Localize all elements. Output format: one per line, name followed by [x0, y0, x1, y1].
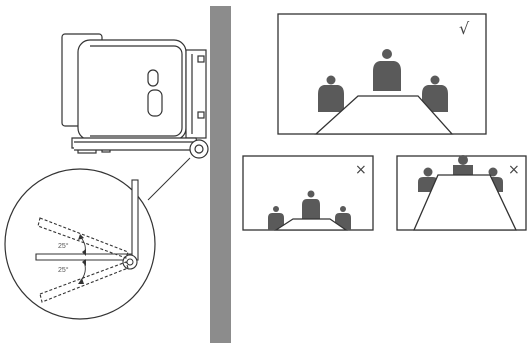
callout-line	[147, 157, 191, 201]
wall	[210, 6, 231, 343]
tilt-down-outline	[39, 261, 129, 303]
zoom-circle	[4, 168, 156, 320]
person	[373, 49, 401, 91]
tilt-up-outline	[37, 217, 129, 259]
conference-table	[273, 218, 348, 231]
person	[422, 75, 448, 112]
conference-table	[413, 174, 518, 231]
camera-port	[147, 89, 163, 117]
conference-table	[314, 95, 454, 135]
framing-correct: √	[277, 13, 487, 135]
camera-port	[147, 69, 159, 87]
tilt-detail: 25° 25°	[4, 168, 156, 320]
cross-mark: ×	[355, 162, 367, 178]
tilt-up-label: 25°	[58, 242, 69, 250]
cross-mark: ×	[508, 162, 520, 178]
check-mark: √	[459, 19, 470, 38]
person	[302, 190, 320, 219]
camera-side-view	[61, 33, 209, 159]
person	[268, 206, 284, 230]
tilt-down-label: 25°	[58, 266, 69, 274]
person	[318, 75, 344, 112]
framing-incorrect-far: ×	[242, 155, 374, 231]
framing-incorrect-close: ×	[396, 155, 527, 231]
